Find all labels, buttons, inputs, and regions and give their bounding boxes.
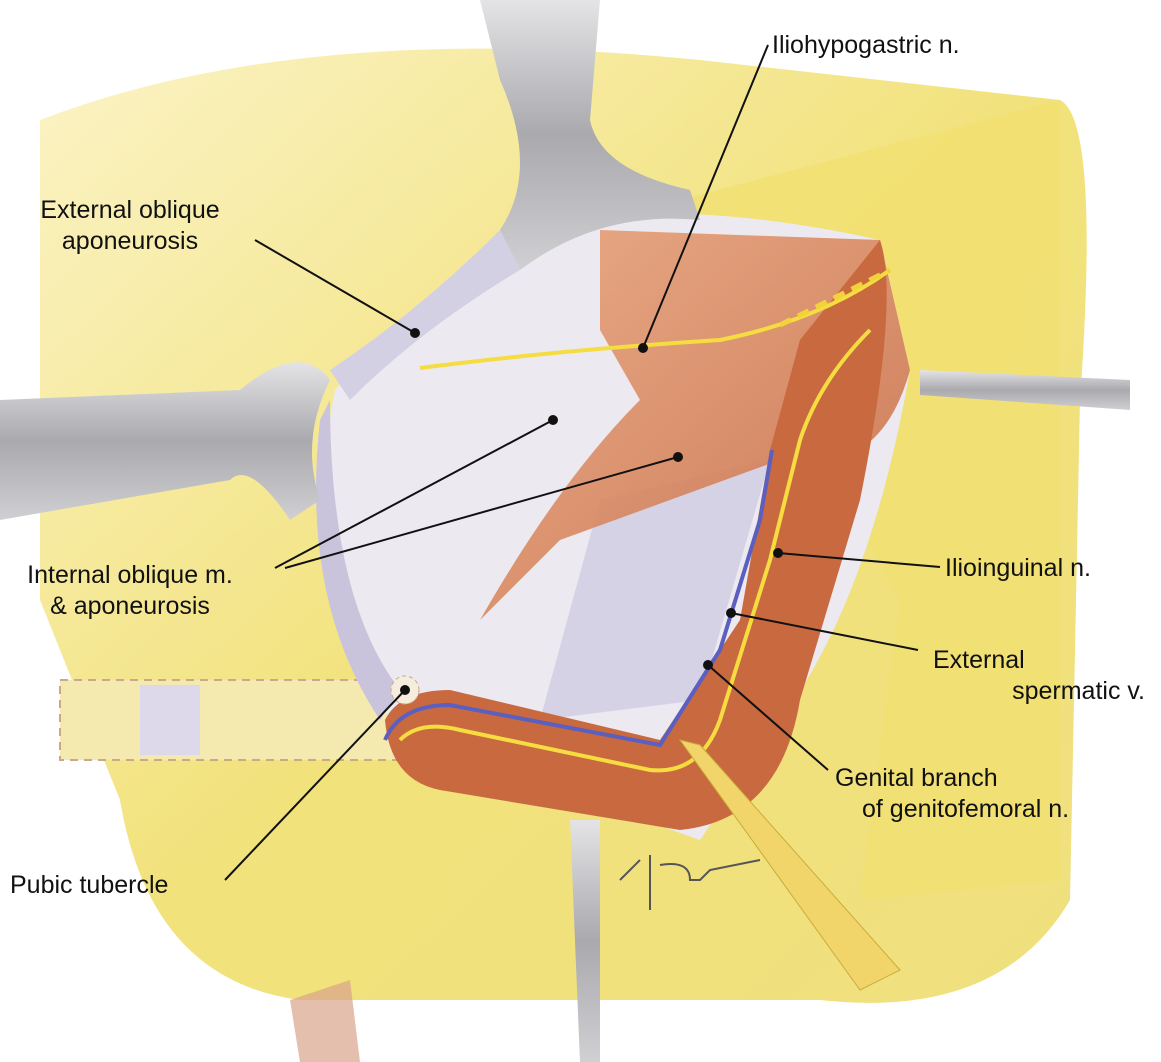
- label-line: External: [933, 646, 1025, 674]
- label-line: Internal oblique m.: [27, 561, 233, 589]
- leader-pubic-tubercle: [224, 689, 406, 881]
- label-line: External oblique: [40, 196, 220, 224]
- label-line: spermatic v.: [1012, 677, 1145, 705]
- spermatic-cord-reflected: [385, 240, 887, 830]
- label-internal-oblique: Internal oblique m. & aponeurosis: [0, 560, 265, 622]
- cord-lavender-strip: [140, 685, 200, 755]
- external-spermatic-vein: [383, 449, 774, 748]
- forceps-bottom: [570, 820, 600, 1062]
- label-line: aponeurosis: [61, 227, 199, 255]
- leader-internal-oblique-2: [284, 456, 679, 569]
- iliohypogastric-nerve: [419, 268, 892, 370]
- internal-oblique-muscle: [480, 230, 910, 620]
- artist-signature: [619, 855, 761, 910]
- label-genital-branch: Genital branch of genitofemoral n.: [835, 763, 1069, 825]
- retractor-left: [0, 362, 330, 520]
- label-external-oblique: External oblique aponeurosis: [10, 195, 250, 257]
- label-external-spermatic: External spermatic v.: [915, 645, 1145, 707]
- spermatic-cord: [290, 980, 360, 1062]
- label-line: & aponeurosis: [50, 592, 210, 620]
- label-iliohypogastric: Iliohypogastric n.: [772, 31, 960, 59]
- leader-external-oblique: [254, 239, 416, 334]
- label-ilioinguinal: Ilioinguinal n.: [945, 554, 1091, 582]
- yellow-clamp: [678, 739, 901, 991]
- external-oblique-edge: [330, 230, 520, 400]
- iliohypogastric-nerve-dashed: [778, 267, 892, 328]
- retractor-right: [920, 370, 1130, 410]
- leader-genital-branch: [707, 664, 829, 771]
- leader-iliohypogastric: [642, 44, 769, 349]
- ilioinguinal-nerve: [398, 328, 872, 773]
- label-line: Genital branch: [835, 764, 998, 792]
- leader-ilioinguinal: [777, 552, 941, 568]
- label-line: of genitofemoral n.: [862, 795, 1070, 823]
- leader-external-spermatic: [730, 612, 919, 651]
- label-pubic-tubercle: Pubic tubercle: [10, 871, 169, 899]
- leader-internal-oblique-1: [274, 419, 554, 569]
- retractor-top: [480, 0, 700, 270]
